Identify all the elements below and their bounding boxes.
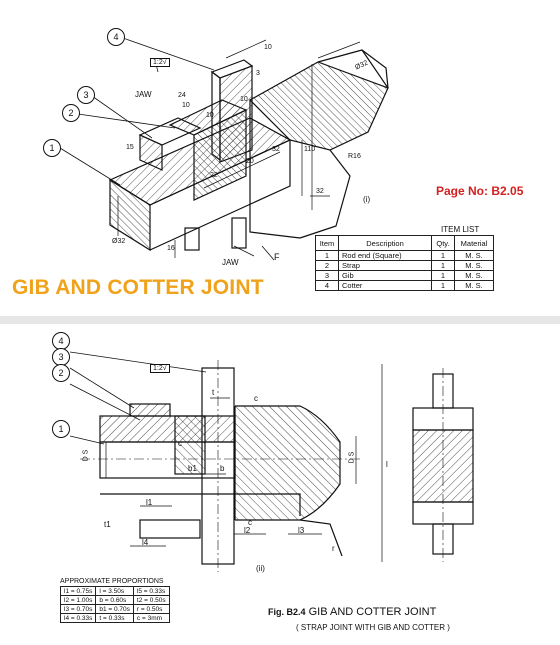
r16-label: R16 xyxy=(348,153,361,160)
callout-4: 4 xyxy=(107,28,125,46)
proportions-caption: APPROXIMATE PROPORTIONS xyxy=(60,578,164,585)
table-row: l4 = 0.33s t = 0.33s c = 3mm xyxy=(59,613,170,623)
dia-s-left: D S xyxy=(82,449,90,462)
figure-caption: Fig. B2.4 GIB AND COTTER JOINT xyxy=(268,606,436,618)
dim-32-a: 32 xyxy=(272,146,280,153)
dim-15: 15 xyxy=(126,144,134,151)
dim-20: 20 xyxy=(246,158,254,165)
dim-c-a: c xyxy=(254,394,258,403)
callout-2: 2 xyxy=(52,364,70,382)
dim-l2: l2 xyxy=(244,526,251,535)
figure-title: GIB AND COTTER JOINT xyxy=(308,606,437,618)
dim-10-d: 10 xyxy=(240,96,248,103)
table-row: 4 Cotter 1 M. S. xyxy=(315,280,494,291)
page-number: Page No: B2.05 xyxy=(436,184,524,198)
proportions-table: l1 = 0.75s l = 3.50s l5 = 0.33s l2 = 1.0… xyxy=(59,586,170,623)
page-title: GIB AND COTTER JOINT xyxy=(12,276,264,299)
dim-r: r xyxy=(332,544,335,553)
jaw-label-top: JAW xyxy=(135,90,152,99)
table-row: l3 = 0.70s b1 = 0.70s r = 0.50s xyxy=(59,604,170,614)
col-material: Material xyxy=(454,235,494,251)
table-row: 3 Gib 1 M. S. xyxy=(315,270,494,281)
dim-10-a: 10 xyxy=(264,44,272,51)
dim-b1: b1 xyxy=(188,464,197,473)
dim-l4: l4 xyxy=(142,538,149,547)
dim-t: t xyxy=(212,388,215,397)
item-list-caption: ITEM LIST xyxy=(441,225,480,234)
figure-number: Fig. B2.4 xyxy=(268,607,306,617)
figure-subtitle: ( STRAP JOINT WITH GIB AND COTTER ) xyxy=(296,623,450,632)
dim-22: 22 xyxy=(210,172,218,179)
view-label-i: (i) xyxy=(363,195,371,204)
dim-10-b: 10 xyxy=(182,102,190,109)
col-description: Description xyxy=(338,235,432,251)
callout-1: 1 xyxy=(43,139,61,157)
view-label-ii: (ii) xyxy=(256,564,265,573)
table-row: l1 = 0.75s l = 3.50s l5 = 0.33s xyxy=(59,586,170,596)
callout-1: 1 xyxy=(52,420,70,438)
dim-b: b xyxy=(220,464,225,473)
sectional-view-drawing xyxy=(69,351,474,572)
panel-divider xyxy=(0,316,560,324)
dim-l: l xyxy=(386,460,388,469)
dim-l1: l1 xyxy=(146,498,153,507)
dim-24: 24 xyxy=(178,92,186,99)
table-row: l2 = 1.00s b = 0.60s t2 = 0.50s xyxy=(59,595,170,605)
table-row: 1 Rod end (Square) 1 M. S. xyxy=(315,250,494,261)
dim-3: 3 xyxy=(256,70,260,77)
callout-3: 3 xyxy=(77,86,95,104)
col-item: Item xyxy=(315,235,339,251)
dim-32-b: 32 xyxy=(316,188,324,195)
scale-label: 1:2√ xyxy=(150,58,170,67)
isometric-view-drawing xyxy=(59,37,389,261)
dim-l3: l3 xyxy=(298,526,305,535)
col-qty: Qty. xyxy=(431,235,455,251)
dim-16: 16 xyxy=(167,245,175,252)
item-list-header-row: Item Description Qty. Material xyxy=(315,235,494,251)
dim-c-b: c xyxy=(178,439,182,448)
item-list-table: Item Description Qty. Material 1 Rod end… xyxy=(315,235,494,291)
f-label: F xyxy=(274,252,280,262)
callout-3: 3 xyxy=(52,348,70,366)
callout-2: 2 xyxy=(62,104,80,122)
dia-s-right: D S xyxy=(348,451,356,464)
dim-t1: t1 xyxy=(104,520,111,529)
jaw-label-bottom: JAW xyxy=(222,258,239,267)
scale-label: 1:2√ xyxy=(150,364,170,373)
dia-32-left: Ø32 xyxy=(112,238,126,245)
dim-10-c: 10 xyxy=(206,112,214,119)
isometric-drawing-panel: 4 3 2 1 1:2√ JAW JAW F (i) Ø32 Ø32 R16 1… xyxy=(0,0,560,316)
dim-c-c: c xyxy=(248,518,252,527)
dim-110: 110 xyxy=(304,146,316,153)
table-row: 2 Strap 1 M. S. xyxy=(315,260,494,271)
